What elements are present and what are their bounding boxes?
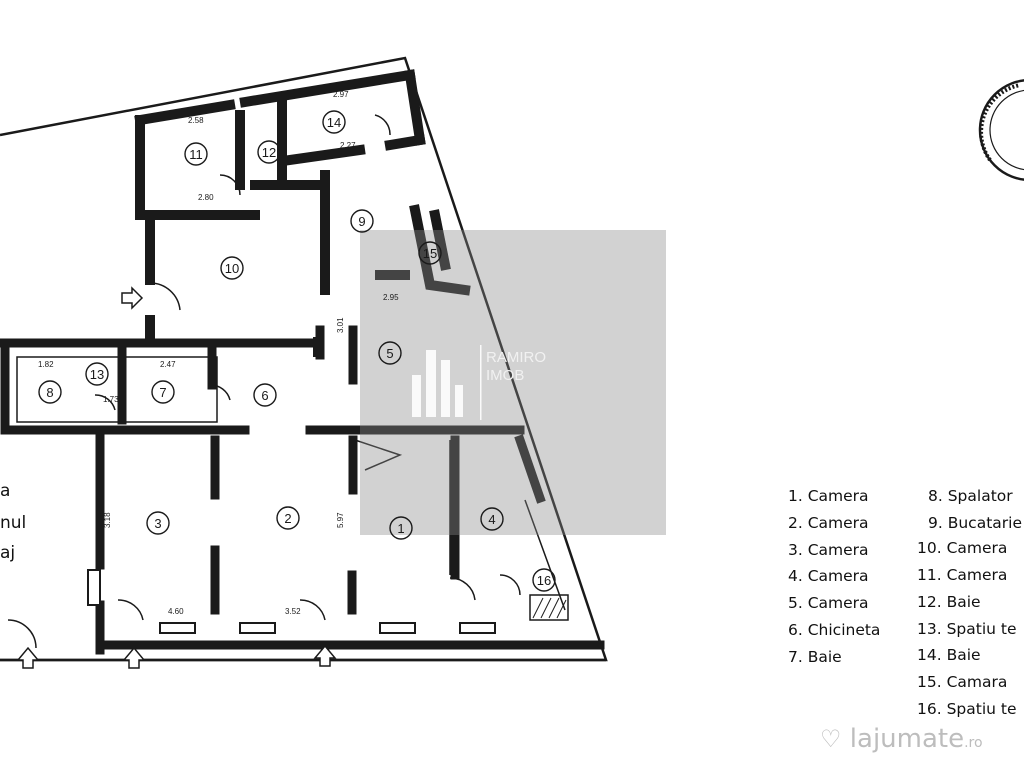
side-label-1: a: [0, 481, 11, 501]
site-watermark: ♡ lajumate.ro: [820, 724, 983, 754]
room-marker-9: 9: [350, 209, 374, 233]
cadastral-stamp: [978, 79, 1024, 181]
room-marker-11: 11: [184, 142, 208, 166]
lower-thin-walls: [354, 439, 569, 621]
middle-walls: [0, 325, 525, 495]
room-marker-4: 4: [480, 507, 504, 531]
room-marker-3: 3: [146, 511, 170, 535]
room-number: 9: [358, 214, 365, 229]
room-number: 14: [327, 115, 341, 130]
watermark-logo-icon: [412, 345, 482, 420]
doors: [7, 114, 521, 649]
windows: [87, 569, 496, 634]
site-watermark-suffix: .ro: [964, 735, 983, 751]
dimension-label: 5.97: [336, 512, 345, 528]
side-label-3: aj: [0, 543, 16, 563]
outer-walls: [0, 56, 608, 662]
dimension-labels: 2.97 2.58 2.27 2.80 2.95 2.47 1.82 1.73 4.60 3.52…: [38, 90, 399, 616]
room-marker-5: 5: [378, 341, 402, 365]
upper-wing-walls: [134, 69, 471, 357]
lower-walls: [95, 430, 605, 655]
room-number: 4: [488, 512, 495, 527]
site-watermark-name: lajumate: [849, 724, 965, 754]
room-marker-8: 8: [38, 380, 62, 404]
room-number: 8: [46, 385, 53, 400]
room-number: 15: [423, 246, 437, 261]
dimension-label: 2.47: [160, 360, 176, 369]
dimension-label: 4.60: [168, 607, 184, 616]
room-marker-15: 15: [418, 241, 442, 265]
dimension-label: 2.80: [198, 193, 214, 202]
room-number: 10: [225, 261, 239, 276]
inner-thin-walls: [16, 356, 218, 423]
room-number: 2: [284, 511, 291, 526]
dimension-label: 2.27: [340, 141, 356, 150]
room-number: 1: [397, 521, 404, 536]
hatched-area: [532, 597, 567, 619]
room-marker-7: 7: [151, 380, 175, 404]
dimension-label: 1.82: [38, 360, 54, 369]
room-marker-10: 10: [220, 256, 244, 280]
room-number: 7: [159, 385, 166, 400]
site-watermark-icon: ♡: [820, 725, 842, 753]
room-number: 5: [386, 346, 393, 361]
dimension-label: 3.52: [285, 607, 301, 616]
watermark-brand-line1: RAMIRO: [486, 349, 546, 366]
dimension-label: 2.97: [333, 90, 349, 99]
dimension-label: 3.18: [103, 512, 112, 528]
dimension-label: 1.73: [103, 395, 119, 404]
room-number: 16: [537, 573, 551, 588]
side-label-2: nul: [0, 513, 27, 533]
room-marker-12: 12: [257, 140, 281, 164]
room-number: 13: [90, 367, 104, 382]
entrance-arrows: [16, 286, 337, 669]
room-marker-1: 1: [389, 516, 413, 540]
room-marker-2: 2: [276, 506, 300, 530]
room-marker-14: 14: [322, 110, 346, 134]
room-number: 11: [189, 147, 203, 162]
room-number: 3: [154, 516, 161, 531]
room-marker-16: 16: [532, 568, 556, 592]
room-marker-13: 13: [85, 362, 109, 386]
room-marker-6: 6: [253, 383, 277, 407]
room-number: 12: [262, 145, 276, 160]
dimension-label: 2.95: [383, 293, 399, 302]
watermark-brand-line2: IMOB: [486, 367, 524, 384]
dimension-label: 3.01: [336, 317, 345, 333]
watermark-box: [360, 230, 666, 535]
room-number: 6: [261, 388, 268, 403]
dimension-label: 2.58: [188, 116, 204, 125]
